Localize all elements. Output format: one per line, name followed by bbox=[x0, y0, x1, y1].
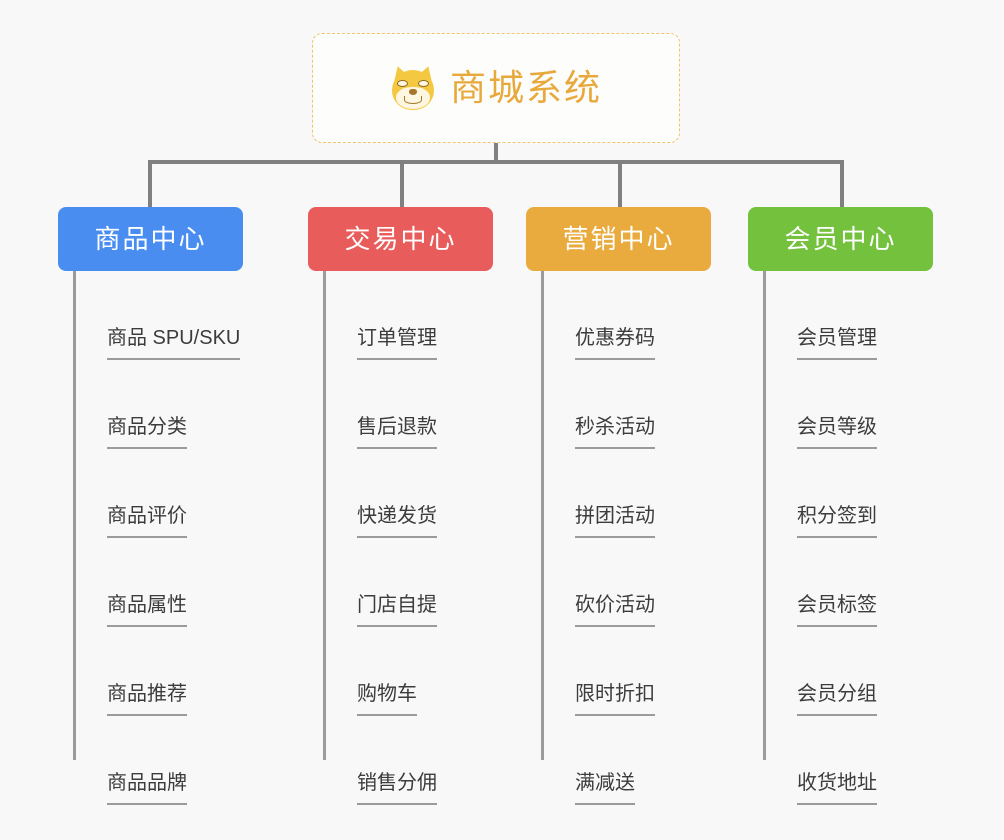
leaf-item[interactable]: 商品分类 bbox=[73, 360, 303, 449]
leaf-label: 商品属性 bbox=[107, 595, 187, 627]
leaf-item[interactable]: 积分签到 bbox=[763, 449, 993, 538]
branch-会员中心: 会员中心 会员管理 会员等级 积分签到 会员标签 会员分组 收货地址 bbox=[748, 207, 933, 805]
leaf-item[interactable]: 秒杀活动 bbox=[541, 360, 771, 449]
branch-header-2[interactable]: 交易中心 bbox=[308, 207, 493, 271]
shiba-dog-icon bbox=[389, 63, 437, 111]
leaf-label: 砍价活动 bbox=[575, 595, 655, 627]
leaf-item[interactable]: 会员等级 bbox=[763, 360, 993, 449]
leaf-label: 秒杀活动 bbox=[575, 417, 655, 449]
branch-label-2: 交易中心 bbox=[344, 224, 457, 254]
leaf-list-2: 订单管理 售后退款 快递发货 门店自提 购物车 销售分佣 bbox=[323, 271, 553, 805]
root-title: 商城系统 bbox=[449, 67, 602, 108]
leaf-item[interactable]: 限时折扣 bbox=[541, 627, 771, 716]
leaf-label: 商品 SPU/SKU bbox=[107, 328, 241, 360]
branch-spine-3 bbox=[541, 271, 544, 760]
leaf-item[interactable]: 商品品牌 bbox=[73, 716, 303, 805]
leaf-item[interactable]: 会员分组 bbox=[763, 627, 993, 716]
connector-drop-2 bbox=[400, 160, 404, 207]
leaf-list-3: 优惠券码 秒杀活动 拼团活动 砍价活动 限时折扣 满减送 bbox=[541, 271, 771, 805]
branch-label-1: 商品中心 bbox=[94, 224, 207, 254]
leaf-label: 满减送 bbox=[575, 773, 635, 805]
leaf-item[interactable]: 门店自提 bbox=[323, 538, 553, 627]
leaf-label: 商品推荐 bbox=[107, 684, 187, 716]
leaf-label: 优惠券码 bbox=[575, 328, 655, 360]
leaf-item[interactable]: 商品评价 bbox=[73, 449, 303, 538]
branch-header-1[interactable]: 商品中心 bbox=[58, 207, 243, 271]
leaf-item[interactable]: 优惠券码 bbox=[541, 271, 771, 360]
leaf-item[interactable]: 商品属性 bbox=[73, 538, 303, 627]
leaf-label: 收货地址 bbox=[797, 773, 877, 805]
leaf-item[interactable]: 销售分佣 bbox=[323, 716, 553, 805]
branch-spine-1 bbox=[73, 271, 76, 760]
leaf-label: 订单管理 bbox=[357, 328, 437, 360]
leaf-label: 购物车 bbox=[357, 684, 417, 716]
leaf-item[interactable]: 售后退款 bbox=[323, 360, 553, 449]
leaf-label: 商品品牌 bbox=[107, 773, 187, 805]
leaf-label: 商品分类 bbox=[107, 417, 187, 449]
leaf-list-4: 会员管理 会员等级 积分签到 会员标签 会员分组 收货地址 bbox=[763, 271, 993, 805]
connector-drop-1 bbox=[148, 160, 152, 207]
leaf-label: 商品评价 bbox=[107, 506, 187, 538]
root-node[interactable]: 商城系统 bbox=[312, 33, 680, 143]
leaf-item[interactable]: 商品 SPU/SKU bbox=[73, 271, 303, 360]
branch-label-3: 营销中心 bbox=[562, 224, 675, 254]
leaf-label: 会员管理 bbox=[797, 328, 877, 360]
leaf-label: 会员标签 bbox=[797, 595, 877, 627]
branch-spine-4 bbox=[763, 271, 766, 760]
leaf-item[interactable]: 快递发货 bbox=[323, 449, 553, 538]
leaf-item[interactable]: 会员管理 bbox=[763, 271, 993, 360]
leaf-label: 销售分佣 bbox=[357, 773, 437, 805]
leaf-label: 会员分组 bbox=[797, 684, 877, 716]
leaf-item[interactable]: 购物车 bbox=[323, 627, 553, 716]
leaf-label: 门店自提 bbox=[357, 595, 437, 627]
connector-root-stem bbox=[494, 143, 498, 162]
branch-spine-2 bbox=[323, 271, 326, 760]
branch-label-4: 会员中心 bbox=[784, 224, 897, 254]
connector-drop-3 bbox=[618, 160, 622, 207]
leaf-label: 会员等级 bbox=[797, 417, 877, 449]
leaf-item[interactable]: 拼团活动 bbox=[541, 449, 771, 538]
leaf-label: 积分签到 bbox=[797, 506, 877, 538]
leaf-label: 拼团活动 bbox=[575, 506, 655, 538]
leaf-item[interactable]: 会员标签 bbox=[763, 538, 993, 627]
branch-交易中心: 交易中心 订单管理 售后退款 快递发货 门店自提 购物车 销售分佣 bbox=[308, 207, 493, 805]
leaf-item[interactable]: 商品推荐 bbox=[73, 627, 303, 716]
connector-horizontal-bus bbox=[148, 160, 844, 164]
leaf-item[interactable]: 收货地址 bbox=[763, 716, 993, 805]
connector-drop-4 bbox=[840, 160, 844, 207]
branch-header-3[interactable]: 营销中心 bbox=[526, 207, 711, 271]
leaf-label: 售后退款 bbox=[357, 417, 437, 449]
leaf-list-1: 商品 SPU/SKU 商品分类 商品评价 商品属性 商品推荐 商品品牌 bbox=[73, 271, 303, 805]
branch-商品中心: 商品中心 商品 SPU/SKU 商品分类 商品评价 商品属性 商品推荐 商品品牌 bbox=[58, 207, 243, 805]
branch-header-4[interactable]: 会员中心 bbox=[748, 207, 933, 271]
leaf-item[interactable]: 订单管理 bbox=[323, 271, 553, 360]
branch-营销中心: 营销中心 优惠券码 秒杀活动 拼团活动 砍价活动 限时折扣 满减送 bbox=[526, 207, 711, 805]
leaf-item[interactable]: 砍价活动 bbox=[541, 538, 771, 627]
leaf-item[interactable]: 满减送 bbox=[541, 716, 771, 805]
leaf-label: 快递发货 bbox=[357, 506, 437, 538]
leaf-label: 限时折扣 bbox=[575, 684, 655, 716]
